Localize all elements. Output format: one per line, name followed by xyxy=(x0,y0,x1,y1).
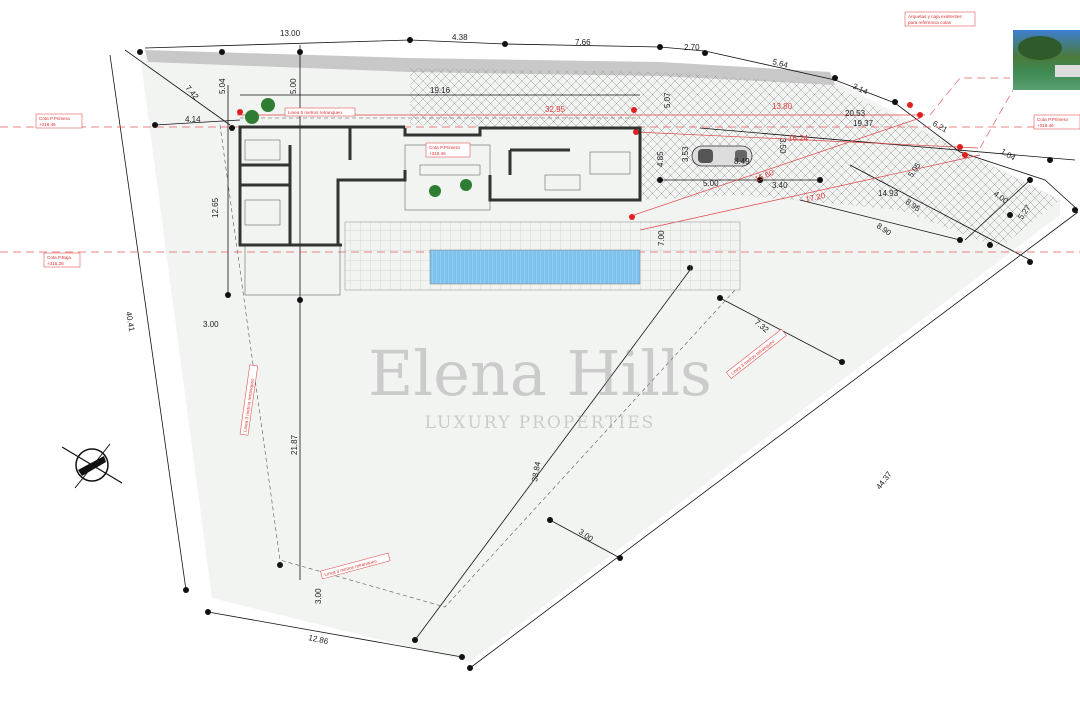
dim-label: 13.00 xyxy=(280,29,301,38)
red-dim-line xyxy=(633,117,921,216)
dim-label-red: 32.95 xyxy=(545,105,566,114)
svg-text:Linea 5 metros retranqueo: Linea 5 metros retranqueo xyxy=(288,110,342,115)
dim-label: 44.37 xyxy=(874,469,894,491)
site-photo xyxy=(1013,30,1080,90)
svg-text:+318.46: +318.46 xyxy=(1037,123,1054,128)
dim-label-red: 16.24 xyxy=(788,134,809,143)
plot-area xyxy=(140,55,1060,662)
boundary-right xyxy=(469,211,1079,669)
dim-label: 3.53 xyxy=(681,146,690,162)
car-icon xyxy=(691,145,753,167)
photo-callout xyxy=(979,89,1014,149)
dim-line xyxy=(964,179,1031,241)
dim-label: 3.00 xyxy=(203,320,219,329)
dim-label: 12.65 xyxy=(211,197,220,218)
dim-label: 19.16 xyxy=(430,86,451,95)
red-dim-line xyxy=(639,154,981,231)
dim-line xyxy=(154,119,241,126)
dim-label: 5.00 xyxy=(289,78,298,94)
annotation-linea-5m: Linea 5 metros retranqueo xyxy=(284,107,356,117)
dim-label: 12.86 xyxy=(308,633,330,646)
svg-text:para referencia cotas: para referencia cotas xyxy=(908,20,952,25)
dim-label-red: 13.80 xyxy=(772,102,793,111)
dim-line xyxy=(849,164,1031,261)
dim-label: 19.37 xyxy=(853,119,874,128)
survey-points xyxy=(237,102,968,220)
dim-label: 21.87 xyxy=(290,434,299,455)
boundary-left xyxy=(109,54,187,591)
dim-label: 14.93 xyxy=(878,189,899,198)
road-strip xyxy=(145,50,835,85)
dim-line xyxy=(549,519,621,559)
red-dim-line xyxy=(635,131,979,149)
watermark-tagline: LUXURY PROPERTIES xyxy=(425,413,656,433)
dim-label: 4.85 xyxy=(656,151,665,167)
annotation-cota-baja: Cota P.Baja +315.28 xyxy=(43,252,81,268)
tree-icon xyxy=(245,98,472,197)
dim-label: 5.64 xyxy=(771,57,789,70)
dim-label: 4.14 xyxy=(185,115,201,124)
dim-label: 5.04 xyxy=(218,78,227,94)
svg-text:Cota P.Baja: Cota P.Baja xyxy=(47,255,71,260)
dim-label: 1.04 xyxy=(999,147,1017,163)
dimension-nodes xyxy=(137,37,1078,671)
svg-text:Cota P.Primera: Cota P.Primera xyxy=(429,145,460,150)
dim-label: 40.41 xyxy=(124,311,136,333)
svg-text:Arquetas y caja existentes: Arquetas y caja existentes xyxy=(908,14,962,19)
svg-text:+318.46: +318.46 xyxy=(429,151,446,156)
dim-line xyxy=(414,269,691,641)
dim-label-red: 17.20 xyxy=(805,191,827,204)
svg-text:Cota P.Primera: Cota P.Primera xyxy=(1037,117,1068,122)
svg-text:+318.46: +318.46 xyxy=(39,122,56,127)
dim-label: 7.66 xyxy=(575,38,591,47)
dim-label: 38.84 xyxy=(530,461,542,483)
dim-label: 5.07 xyxy=(663,92,672,108)
dim-label: 3.00 xyxy=(314,588,323,604)
north-arrow-icon xyxy=(61,443,123,489)
annotation-arquetas: Arquetas y caja existentes para referenc… xyxy=(904,11,976,27)
annotation-cota-primera-right: Cota P.Primera +318.46 xyxy=(1033,114,1080,130)
plot-boundary xyxy=(144,39,1079,211)
svg-text:Cota P.Primera: Cota P.Primera xyxy=(39,116,70,121)
watermark-logo: Elena Hills LUXURY PROPERTIES xyxy=(368,337,712,433)
dim-label: 20.53 xyxy=(845,109,866,118)
dim-label: 7.00 xyxy=(657,230,666,246)
svg-text:+315.28: +315.28 xyxy=(47,261,64,266)
watermark-brand: Elena Hills xyxy=(368,337,712,410)
dim-label: 3.40 xyxy=(772,181,788,190)
setback-line-3m xyxy=(219,124,736,608)
dim-label: 2.70 xyxy=(684,43,700,52)
dim-label: 5.00 xyxy=(703,179,719,188)
boundary-bottom xyxy=(207,611,463,658)
annotation-cota-primera-mid: Cota P.Primera +318.46 xyxy=(425,142,471,158)
swimming-pool xyxy=(429,249,641,285)
annotation-cota-primera-left: Cota P.Primera +318.46 xyxy=(35,113,83,129)
dim-line xyxy=(124,49,231,126)
house-floor-plan xyxy=(238,98,741,296)
dim-line xyxy=(799,199,961,241)
dim-label: 3.50 xyxy=(778,138,787,154)
photo-callout xyxy=(929,77,1010,116)
dim-label: 8.49 xyxy=(734,157,750,166)
dim-label: 4.38 xyxy=(452,33,468,42)
